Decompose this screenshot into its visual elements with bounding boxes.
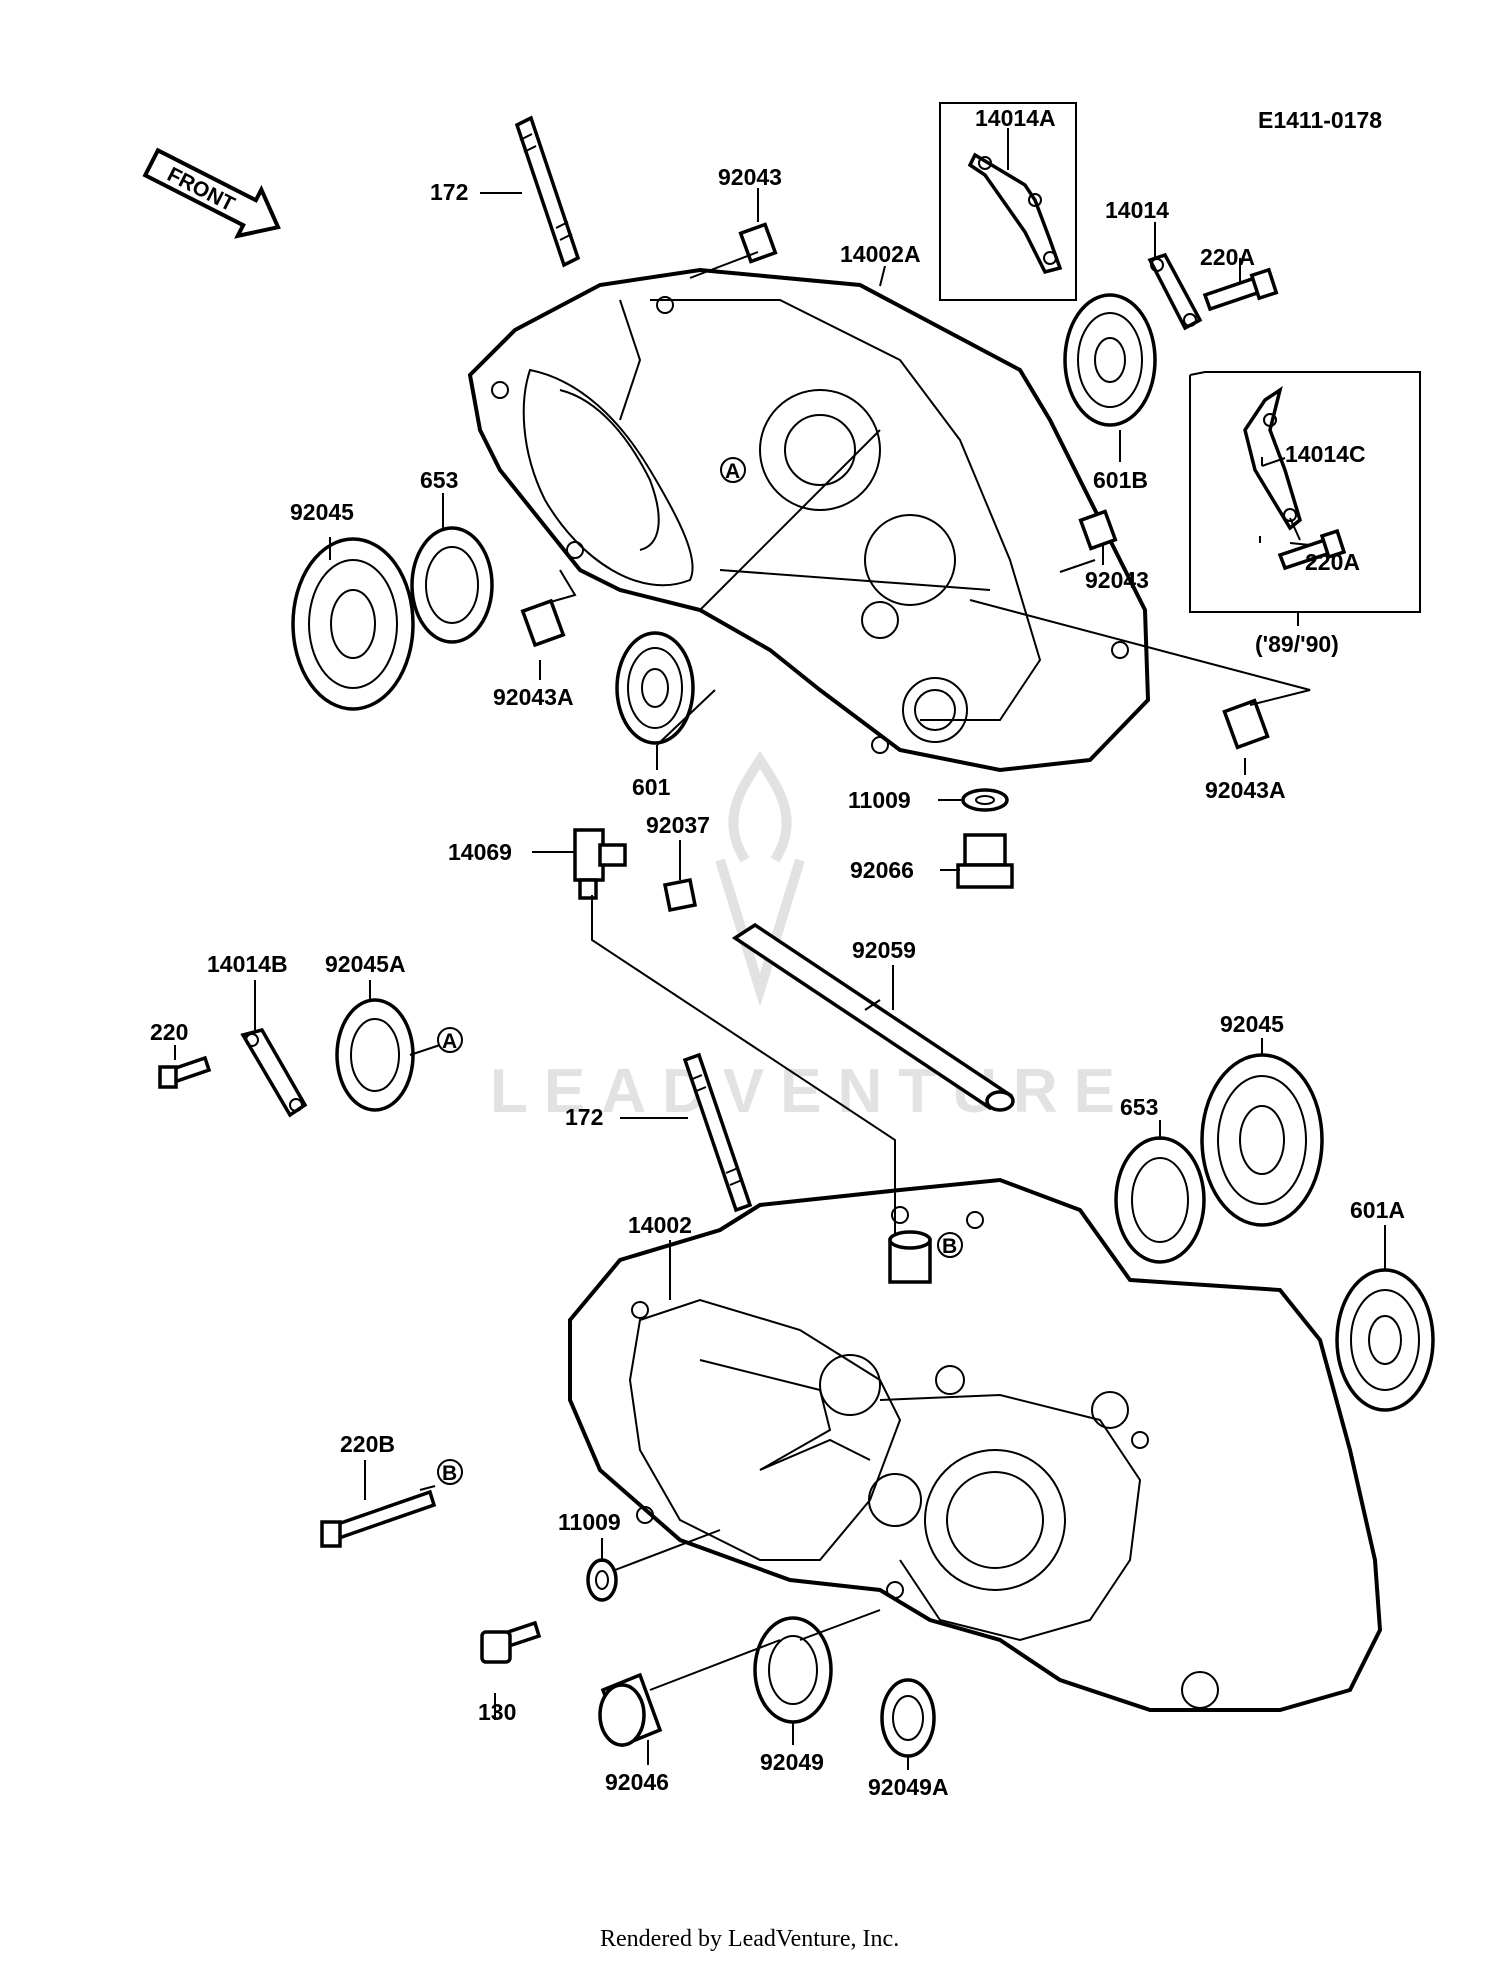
plate-14014 [1147, 252, 1203, 331]
part-label: 11009 [848, 787, 911, 813]
marker-b-upper: B [937, 1232, 963, 1258]
part-label: 14069 [448, 839, 512, 865]
seal-92049A [880, 1678, 936, 1758]
part-label: 14014B [207, 951, 288, 977]
leader-lines [174, 128, 1386, 1770]
marker-b-lower: B [437, 1459, 463, 1485]
callout-box-14014A [939, 102, 1077, 301]
dowel-92043-right [1078, 509, 1118, 551]
part-label: 92037 [646, 812, 710, 838]
part-label: 172 [565, 1104, 603, 1130]
callout-box-89-90 [1189, 371, 1421, 613]
clip-92037 [662, 877, 698, 913]
plate-14014A [967, 152, 1063, 275]
part-label: 92066 [850, 857, 914, 883]
stud-172-upper [514, 115, 581, 268]
upper-crankcase-14002A [467, 267, 1151, 773]
part-label: 14014 [1105, 197, 1169, 223]
part-label: 653 [420, 467, 458, 493]
part-label: 92049 [760, 1749, 824, 1775]
part-label: 92045 [1220, 1011, 1284, 1037]
part-label: 14014A [975, 105, 1056, 131]
part-label: 92043 [718, 164, 782, 190]
part-label: 92043 [1085, 567, 1149, 593]
plate-14014B [240, 1027, 308, 1118]
part-label: 11009 [558, 1509, 621, 1535]
part-label: 601A [1350, 1197, 1405, 1223]
diagram-code: E1411-0178 [1258, 107, 1382, 133]
svg-text:B: B [942, 1235, 957, 1258]
dowel-92043A-right [1222, 698, 1270, 750]
spacer-92046 [598, 1672, 663, 1748]
bolt-220 [158, 1055, 212, 1089]
seal-92045A [335, 998, 415, 1112]
bearing-601 [615, 631, 695, 745]
svg-text:A: A [725, 460, 740, 483]
dowel-92043-top [738, 222, 778, 264]
part-label: 92045A [325, 951, 406, 977]
fitting-14069 [573, 828, 627, 900]
part-label: 220A [1200, 244, 1255, 270]
bolt-220B [320, 1489, 437, 1548]
seal-653-lower [1114, 1136, 1206, 1264]
svg-text:A: A [442, 1030, 457, 1053]
part-label: 14002 [628, 1212, 692, 1238]
part-label: 172 [430, 179, 468, 205]
watermark-logo [715, 750, 805, 1008]
part-label: 220B [340, 1431, 395, 1457]
bolt-130 [480, 1620, 542, 1664]
bearing-601B [1063, 293, 1157, 427]
lower-crankcase-14002 [568, 1177, 1383, 1712]
part-label: 92049A [868, 1774, 949, 1800]
part-label: 653 [1120, 1094, 1158, 1120]
front-arrow: FRONT [142, 147, 281, 239]
svg-text:B: B [442, 1462, 457, 1485]
part-label: 92045 [290, 499, 354, 525]
bearing-92045-upper [291, 537, 415, 711]
bolt-220A-upper [1202, 267, 1279, 312]
part-label: 220 [150, 1019, 188, 1045]
part-label: 14002A [840, 241, 921, 267]
bearing-601A [1335, 1268, 1435, 1412]
part-label: 220A [1305, 549, 1360, 575]
part-label: 601B [1093, 467, 1148, 493]
stud-172-lower [682, 1052, 753, 1213]
bearing-92045-lower [1200, 1053, 1324, 1227]
footer-credit: Rendered by LeadVenture, Inc. [600, 1926, 899, 1952]
part-label: 92059 [852, 937, 916, 963]
dowel-92043A-left [520, 598, 566, 648]
washer-11009-upper [961, 788, 1009, 812]
plug-92066 [956, 833, 1014, 889]
washer-11009-lower [586, 1558, 618, 1602]
shaft-92059 [731, 922, 1015, 1112]
marker-a-lower: A [437, 1027, 463, 1053]
watermark-text: LEADVENTURE [490, 1057, 1131, 1126]
seal-653-upper [410, 526, 494, 644]
part-label: 92043A [1205, 777, 1286, 803]
marker-a-upper: A [720, 457, 746, 483]
year-note: ('89/'90) [1255, 631, 1339, 657]
part-label: 92043A [493, 684, 574, 710]
plate-14014C [1243, 386, 1303, 531]
part-label: 601 [632, 774, 671, 800]
part-label: 92046 [605, 1769, 669, 1795]
part-label: 14014C [1285, 441, 1366, 467]
part-label: 130 [478, 1699, 516, 1725]
